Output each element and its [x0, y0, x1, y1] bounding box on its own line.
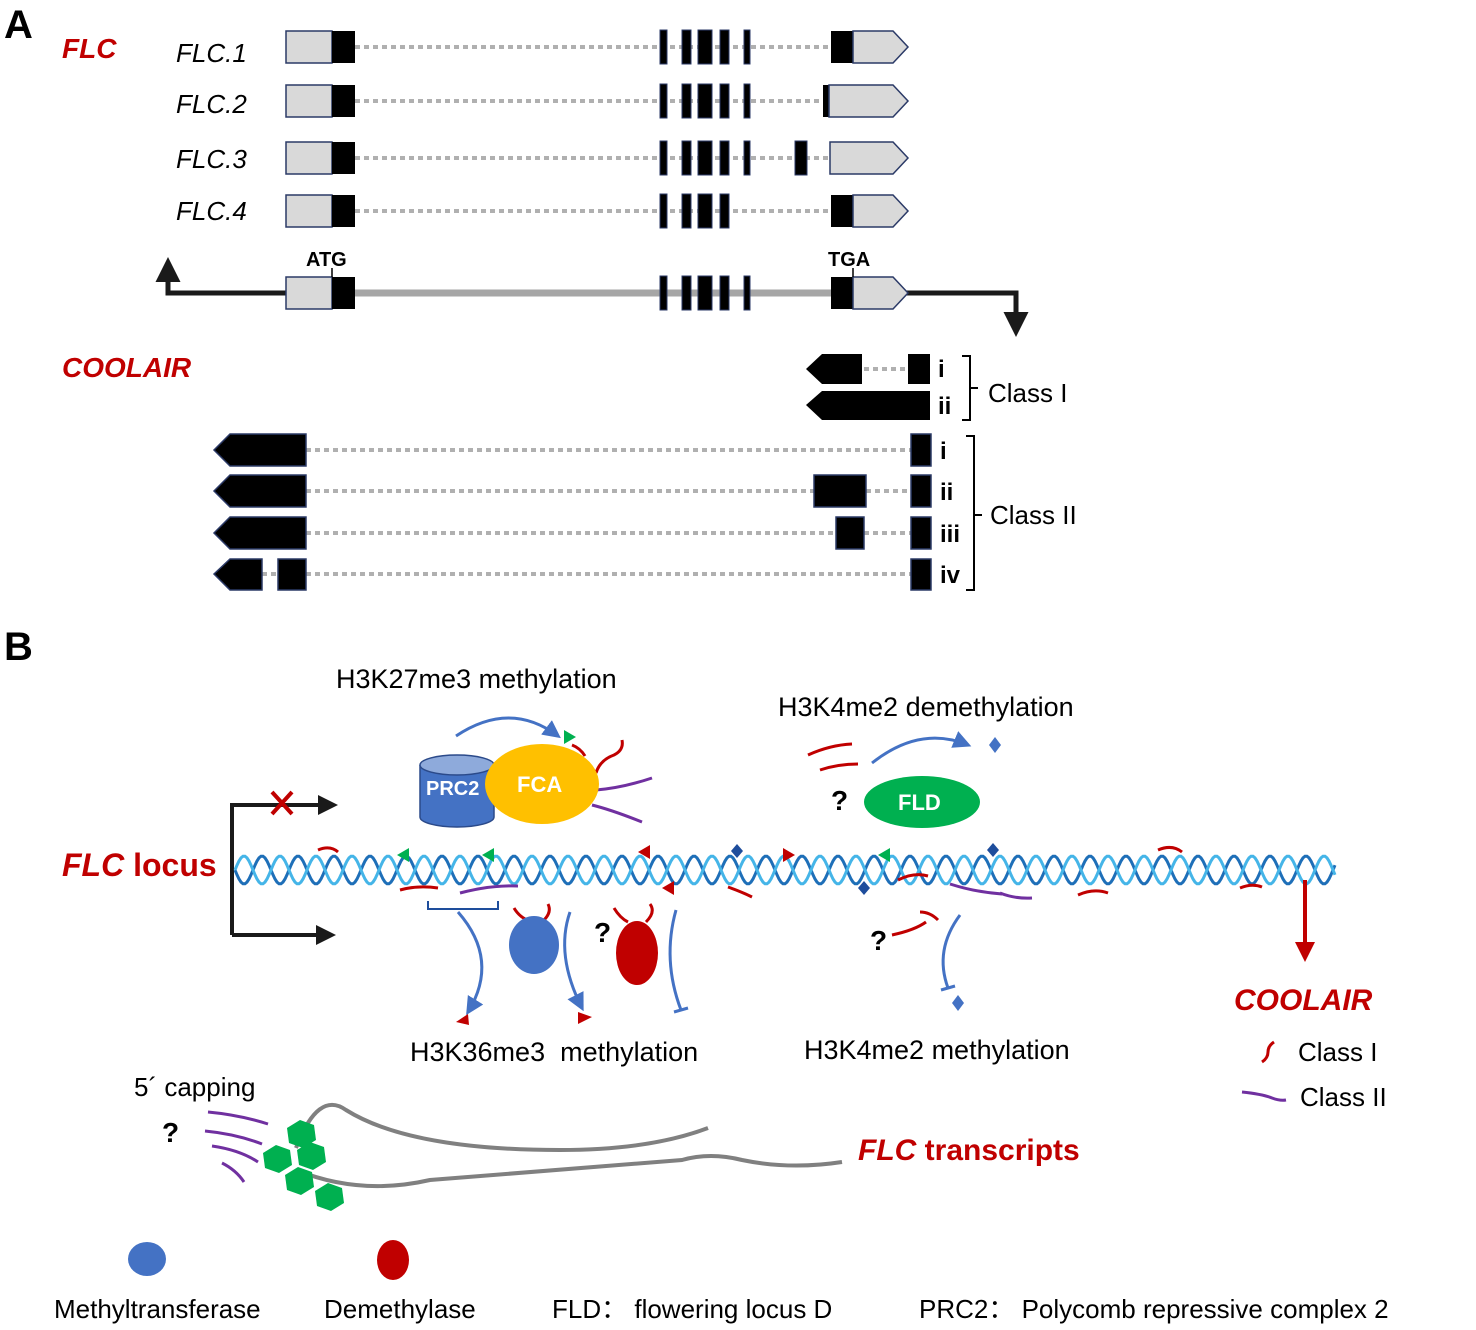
isoform-flc1 — [285, 29, 910, 65]
cap-hexagon — [315, 1183, 344, 1211]
class2-label: Class II — [990, 500, 1077, 530]
key: Methyltransferase Demethylase FLD： flowe… — [54, 1240, 1389, 1324]
isoform-flc3 — [285, 140, 910, 176]
h3k36-machinery: ? — [456, 903, 689, 1025]
coolair-title: COOLAIR — [62, 352, 192, 383]
demethylase-key-icon — [377, 1240, 409, 1280]
capping-label: 5´ capping — [134, 1072, 255, 1102]
demethylase-question: ? — [594, 917, 611, 948]
panel-b-label: B — [4, 625, 33, 669]
coolair-class2: i ii iii iv Class II — [212, 433, 1077, 591]
h3k4-demethylation-label: H3K4me2 demethylation — [778, 692, 1074, 722]
flc-transcripts-gene: FLC — [858, 1134, 918, 1167]
prc2-label: PRC2 — [426, 778, 479, 800]
class2-item: i — [940, 438, 947, 465]
class1-label: Class I — [988, 378, 1067, 408]
flc-locus-gene: FLC — [62, 847, 125, 883]
isoform-label: FLC.2 — [176, 89, 247, 119]
isoform-flc4 — [285, 193, 910, 229]
h3k27-label: H3K27me3 methylation — [336, 664, 617, 694]
isoform-label: FLC.3 — [176, 144, 247, 174]
coolair-class1: i ii Class I — [806, 354, 1067, 421]
cap-hexagon — [263, 1145, 292, 1173]
flc-transcripts-word: transcripts — [916, 1134, 1079, 1167]
dna-marks — [317, 843, 1263, 910]
h3k27-mark — [564, 730, 576, 744]
key-methyltransferase: Methyltransferase — [54, 1294, 261, 1324]
promoter-arrows — [230, 790, 338, 945]
blocked-transcription-icon — [270, 790, 294, 816]
flc-transcripts-label: FLC transcripts — [858, 1134, 1080, 1167]
methyltransferase-icon — [509, 916, 559, 974]
cap-hexagon — [297, 1142, 326, 1170]
tga-label: TGA — [828, 249, 870, 271]
panel-b: B H3K27me3 methylation H3K4me2 demethyla… — [4, 625, 1389, 1324]
cap-hexagon — [285, 1167, 314, 1195]
prc2-fca-complex: PRC2 FCA — [419, 716, 653, 828]
panel-a: A FLC FLC.1 FLC.2 FLC.3 FLC.4 — [4, 3, 1077, 591]
isoform-label: FLC.1 — [176, 38, 247, 68]
h3k4-methylation-label: H3K4me2 methylation — [804, 1035, 1070, 1065]
methyltransferase-key-icon — [128, 1242, 166, 1276]
flc-locus-word: locus — [124, 847, 216, 883]
fld-complex: ? FLD — [807, 731, 1001, 828]
isoform-flc2 — [285, 83, 910, 119]
capping-transcripts: 5´ capping ? FLC transcripts — [134, 1072, 1080, 1211]
h3k36-label: H3K36me3 methylation — [410, 1037, 698, 1067]
atg-label: ATG — [306, 249, 347, 271]
coolair-legend: COOLAIR Class I Class II — [1234, 880, 1387, 1112]
key-prc2: PRC2： Polycomb repressive complex 2 — [919, 1294, 1389, 1324]
demethylase-icon — [616, 921, 658, 985]
fca-label: FCA — [517, 772, 562, 797]
panel-a-label: A — [4, 3, 33, 47]
class2-item: iv — [940, 562, 961, 589]
class2-item: ii — [940, 479, 953, 506]
flc-locus-label: FLC locus — [62, 847, 217, 883]
h3k4-methylation-machinery: ? — [870, 910, 964, 1011]
h3k4-question: ? — [870, 925, 887, 956]
key-demethylase: Demethylase — [324, 1294, 476, 1324]
fld-label: FLD — [898, 790, 941, 815]
capping-question: ? — [162, 1117, 179, 1148]
class2-item: iii — [940, 521, 960, 548]
legend-class1: Class I — [1298, 1037, 1377, 1067]
genomic-locus: ATG TGA — [155, 249, 1029, 337]
flc-title: FLC — [62, 33, 117, 64]
legend-class2: Class II — [1300, 1082, 1387, 1112]
class1-item: i — [938, 356, 945, 383]
fld-question: ? — [831, 785, 848, 816]
isoform-label: FLC.4 — [176, 196, 247, 226]
class1-item: ii — [938, 393, 951, 420]
cap-hexagon — [287, 1120, 316, 1148]
h3k4-demethylation-mark — [989, 737, 1001, 753]
coolair-legend-title: COOLAIR — [1234, 984, 1373, 1017]
key-fld: FLD： flowering locus D — [552, 1294, 832, 1324]
